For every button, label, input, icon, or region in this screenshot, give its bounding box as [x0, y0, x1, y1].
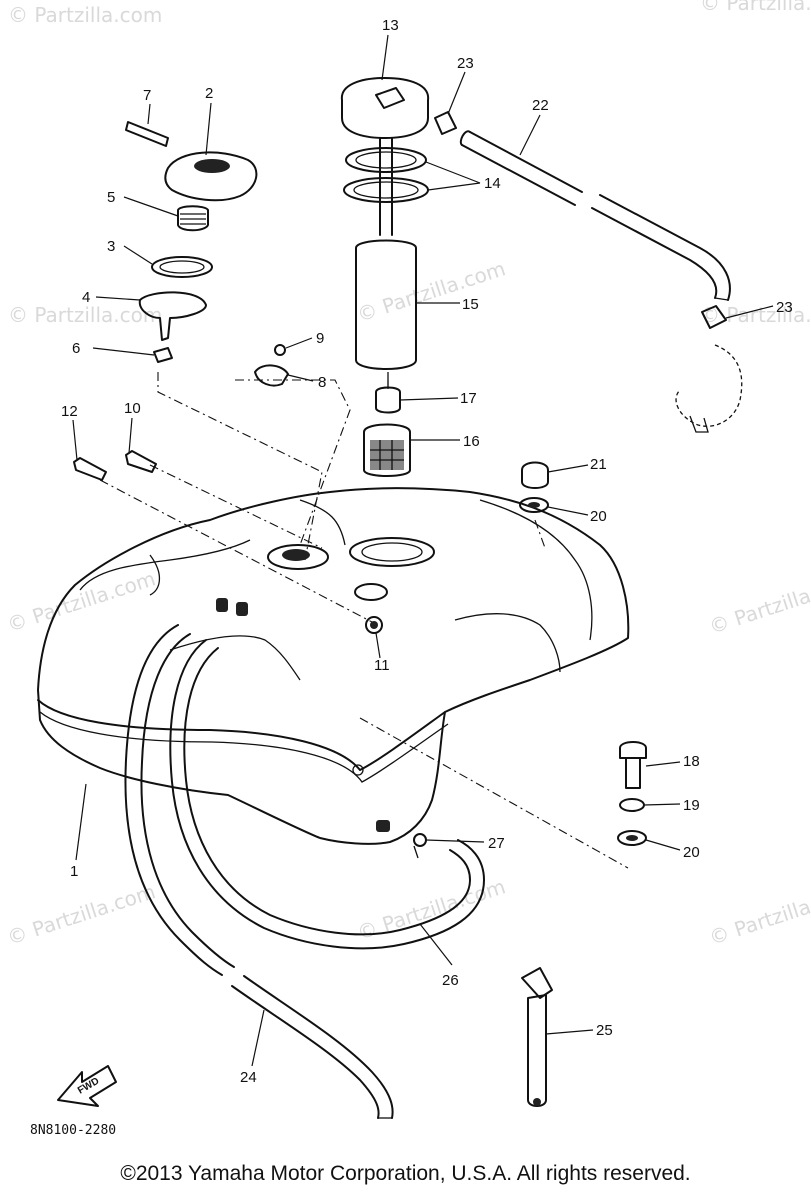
damper-21: [521, 461, 549, 489]
bolt-10: [125, 450, 157, 473]
fuel-tank: [37, 487, 630, 845]
callout-3: 3: [107, 238, 115, 255]
cap-2: [164, 151, 258, 202]
clip-27: [413, 833, 427, 859]
pin-7: [125, 121, 169, 147]
bolts-12-10: [73, 450, 157, 481]
callout-12: 12: [61, 403, 78, 420]
assembly-line: [99, 479, 373, 623]
callout-17: 17: [460, 390, 477, 407]
callout-9: 9: [316, 330, 324, 347]
watermark: © Partzilla.com: [8, 303, 162, 327]
bracket-8-9: [254, 344, 289, 387]
callout-13: 13: [382, 17, 399, 34]
damper-20b: [617, 830, 647, 846]
union-17: [375, 386, 401, 414]
callout-21: 21: [590, 456, 607, 473]
callout-23: 23: [457, 55, 474, 72]
callout-27: 27: [488, 835, 505, 852]
callout-19: 19: [683, 797, 700, 814]
sender-13: [340, 77, 430, 139]
watermark: © Partzilla.com: [4, 566, 158, 637]
sending-unit: [340, 77, 430, 477]
callout-26: 26: [442, 972, 459, 989]
bolt-18: [619, 741, 647, 759]
assembly-line: [359, 717, 629, 869]
callout-25: 25: [596, 1022, 613, 1039]
clamp-23a: [434, 111, 457, 135]
hose-24: [124, 624, 394, 1119]
spring-5: [177, 205, 209, 232]
callout-5: 5: [107, 189, 115, 206]
diagram-ref-code: 8N8100-2280: [30, 1123, 116, 1138]
clamp-23b: [701, 305, 727, 329]
pipe-25: [521, 967, 553, 1107]
callout-1: 1: [70, 863, 78, 880]
assembly-line: [149, 464, 323, 549]
filter-16: [363, 423, 411, 477]
callout-2: 2: [205, 85, 213, 102]
dampers: [519, 461, 549, 513]
callout-20b: 20: [683, 844, 700, 861]
callout-22: 22: [532, 97, 549, 114]
ring-14: [345, 147, 427, 173]
assembly-lines: [99, 372, 629, 869]
callout-18: 18: [683, 753, 700, 770]
callout-7: 7: [143, 87, 151, 104]
watermark: © Partzilla.com: [706, 568, 811, 639]
callout-4: 4: [82, 289, 90, 306]
washer-19: [619, 798, 645, 812]
callout-23b: 23: [776, 299, 793, 316]
callout-6: 6: [72, 340, 80, 357]
assembly-line: [157, 372, 323, 561]
mount-hardware: [617, 741, 647, 846]
cap-parts: [125, 121, 258, 363]
hose-26: [169, 639, 485, 950]
callout-20: 20: [590, 508, 607, 525]
callout-16: 16: [463, 433, 480, 450]
callout-numbers: 13 23 22 7 2 14 5 3 4 15 23 9 6 8 17 12 …: [61, 17, 793, 1086]
watermark: © Partzilla.com: [8, 3, 162, 27]
seal-4: [138, 291, 207, 341]
leader-lines: [72, 34, 774, 1067]
hose-22: [434, 111, 743, 433]
callout-15: 15: [462, 296, 479, 313]
callout-14: 14: [484, 175, 501, 192]
watermark: © Partzilla.com: [354, 256, 508, 327]
callout-8: 8: [318, 374, 326, 391]
callout-10: 10: [124, 400, 141, 417]
strainer-15: [355, 239, 417, 370]
watermark: © Partzilla.com: [4, 879, 158, 950]
callout-11: 11: [374, 657, 390, 674]
screw-6: [153, 347, 173, 363]
watermark: © Partzilla.com: [700, 0, 811, 15]
filler-opening: [349, 537, 435, 567]
copyright-text: ©2013 Yamaha Motor Corporation, U.S.A. A…: [120, 1162, 691, 1185]
damper-20a: [519, 497, 549, 513]
bolt-12: [73, 457, 107, 481]
gasket-3: [151, 256, 213, 278]
assembly-line: [235, 379, 351, 546]
watermark: © Partzilla.com: [706, 879, 811, 950]
grommet-11: [365, 616, 383, 634]
callout-24: 24: [240, 1069, 257, 1086]
front-arrow-icon: FWD: [57, 1065, 117, 1107]
